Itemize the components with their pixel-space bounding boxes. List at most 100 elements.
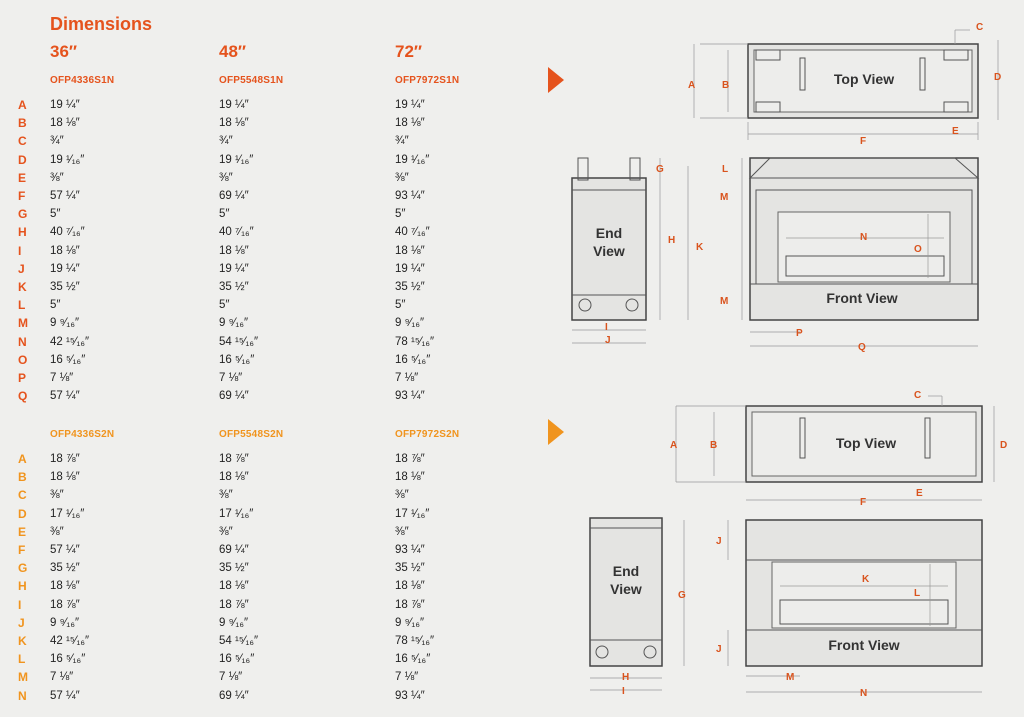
top-view-label-1: Top View <box>834 71 894 87</box>
dimension-value: 7 ⅛″ <box>395 371 419 384</box>
dim-label-j: J <box>605 335 611 346</box>
dimension-value: 9 ⁹⁄₁₆″ <box>50 616 80 629</box>
dimension-value: 35 ½″ <box>395 280 425 293</box>
dim-label-i: I <box>605 322 608 333</box>
dimension-letter: K <box>18 633 27 648</box>
dimension-value: 16 ⁵⁄₁₆″ <box>219 353 255 366</box>
dimension-value: 78 ¹⁵⁄₁₆″ <box>395 634 435 647</box>
page-title: Dimensions <box>50 14 153 34</box>
dimension-value: 19 ¼″ <box>50 99 80 112</box>
dim-label-m2: M <box>720 296 728 307</box>
dimension-letter: M <box>18 316 28 331</box>
dimension-value: 19 ¼″ <box>50 262 80 275</box>
dimension-letter: H <box>18 579 27 594</box>
dimension-letter: B <box>18 116 27 131</box>
dim-label-b: B <box>722 80 729 91</box>
dimension-value: 19 ¹⁄₁₆″ <box>395 153 430 166</box>
dim2-label-n: N <box>860 688 867 699</box>
dimension-letter: O <box>18 352 28 367</box>
dim-label-m: M <box>720 192 728 203</box>
dimension-value: 17 ¹⁄₁₆″ <box>50 507 85 520</box>
dimension-value: 16 ⁵⁄₁₆″ <box>50 653 86 666</box>
dimension-value: 18 ⅛″ <box>219 580 249 593</box>
dimension-letter: H <box>18 225 27 240</box>
dimension-value: 42 ¹⁵⁄₁₆″ <box>50 634 90 647</box>
dim2-label-c: C <box>914 390 921 401</box>
dimension-letter: G <box>18 561 28 576</box>
dimension-value: 17 ¹⁄₁₆″ <box>219 507 254 520</box>
dimension-value: 93 ¼″ <box>395 544 425 557</box>
dimension-value: 7 ⅛″ <box>50 671 74 684</box>
dim-label-g: G <box>656 164 664 175</box>
dimension-value: 9 ⁹⁄₁₆″ <box>50 317 80 330</box>
dimension-value: ⅜″ <box>395 171 409 184</box>
dim2-label-f: F <box>860 497 866 508</box>
dimension-value: 16 ⁵⁄₁₆″ <box>219 653 255 666</box>
dimension-value: 69 ¼″ <box>219 544 249 557</box>
model-s1-36: OFP4336S1N <box>50 75 115 86</box>
dimension-value: 35 ½″ <box>50 280 80 293</box>
dim2-label-j: J <box>716 536 722 547</box>
dimension-letter: P <box>18 370 27 385</box>
dimension-letter: C <box>18 134 27 149</box>
dimension-value: 18 ⅛″ <box>219 244 249 257</box>
dim-label-a: A <box>688 80 695 91</box>
dimension-value: 9 ⁹⁄₁₆″ <box>395 616 425 629</box>
dimension-value: 18 ⅛″ <box>50 580 80 593</box>
dimension-value: 40 ⁷⁄₁₆″ <box>395 226 430 239</box>
dimension-letter: C <box>18 488 27 503</box>
dimension-value: 9 ⁹⁄₁₆″ <box>395 317 425 330</box>
dimension-value: 18 ⅛″ <box>395 580 425 593</box>
dimension-letter: G <box>18 207 28 222</box>
dim2-label-m: M <box>786 672 794 683</box>
dim2-label-a: A <box>670 440 677 451</box>
front-view-label-1: Front View <box>826 290 897 306</box>
dimension-value: 18 ⅞″ <box>219 598 249 611</box>
model-s1-48: OFP5548S1N <box>219 75 284 86</box>
dimension-letter: L <box>18 298 26 313</box>
table-row: M 9 ⁹⁄₁₆″ 9 ⁹⁄₁₆″ 9 ⁹⁄₁₆″ <box>18 314 515 332</box>
dim2-label-e: E <box>916 488 923 499</box>
dimension-value: 69 ¼″ <box>219 390 249 403</box>
end-view-label-2b: View <box>610 581 642 597</box>
dim-label-c: C <box>976 22 983 33</box>
front-view-label-2: Front View <box>828 637 899 653</box>
dimension-value: ⅜″ <box>219 525 233 538</box>
model-s2-36: OFP4336S2N <box>50 429 115 440</box>
dimension-value: 5″ <box>50 299 61 312</box>
dimension-value: 16 ⁵⁄₁₆″ <box>395 653 431 666</box>
dimension-letter: F <box>18 189 26 204</box>
dimension-value: 18 ⅞″ <box>219 453 249 466</box>
dimension-value: 93 ¼″ <box>395 390 425 403</box>
dimension-value: 57 ¼″ <box>50 689 80 702</box>
end-view-label-1b: View <box>593 243 625 259</box>
dimension-letter: I <box>18 243 22 258</box>
dimension-value: 54 ¹⁵⁄₁₆″ <box>219 634 259 647</box>
dimension-value: 35 ½″ <box>219 562 249 575</box>
dimension-value: 18 ⅛″ <box>395 117 425 130</box>
dimension-value: 9 ⁹⁄₁₆″ <box>219 317 249 330</box>
dimension-value: 19 ¹⁄₁₆″ <box>50 153 85 166</box>
dimension-letter: E <box>18 524 27 539</box>
dimension-value: 57 ¼″ <box>50 190 80 203</box>
dimension-value: 18 ⅛″ <box>50 117 80 130</box>
dimension-value: 35 ½″ <box>219 280 249 293</box>
dimension-letter: A <box>18 98 27 113</box>
